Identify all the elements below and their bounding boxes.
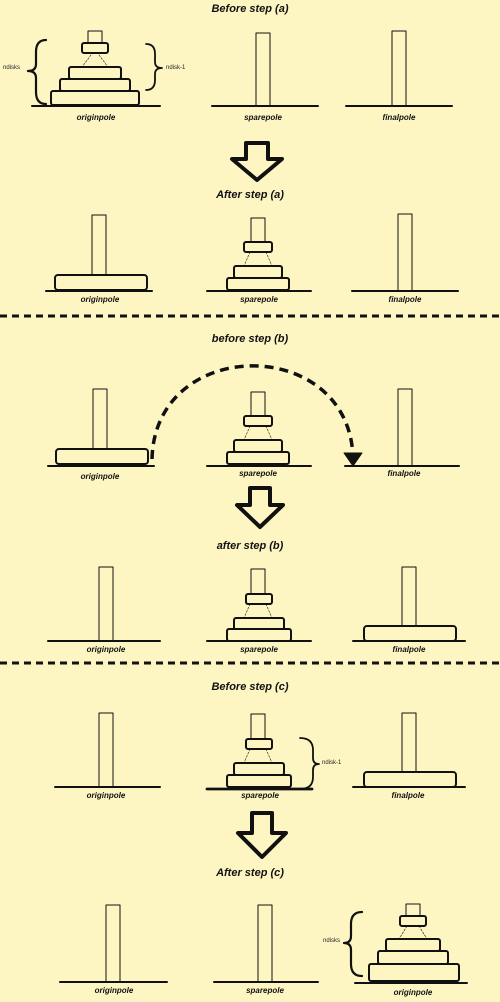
title-before-step-a: Before step (a) [211,3,289,15]
pole-label-origin: originpole [94,986,134,995]
pole-label-final: finalpole [387,469,421,478]
brace-label-ndisks: ndisks [323,938,341,944]
title-after-step-b: after step (b) [216,540,284,552]
down-arrow-icon [235,486,285,529]
scene-after-step-c [59,903,468,984]
scene-after-step-a [45,213,459,292]
down-arrow-icon [236,811,288,859]
pole-label-spare: sparepole [240,645,278,654]
pole-label-origin: originpole [76,113,116,122]
scene-after-step-b [47,566,466,642]
move-arc [150,364,355,460]
pole-label-final: finalpole [392,645,426,654]
pole-label-origin: originpole [80,472,120,481]
title-after-step-a: After step (a) [216,189,284,201]
pole-label-final: finalpole [391,791,425,800]
pole-label-spare: sparepole [240,295,278,304]
brace-label-ndisk-minus-1: ndisk-1 [322,760,342,766]
pole-label-origin: originpole [86,791,126,800]
scene-before-step-a [26,30,453,107]
pole-label-spare: sparepole [244,113,282,122]
title-before-step-b: before step (b) [211,333,289,345]
pole-label-final: finalpole [382,113,416,122]
pole-label-spare: sparepole [241,791,279,800]
down-arrow-icon [230,141,284,182]
arrowhead-icon [343,452,363,467]
pole-label-spare: sparepole [246,986,284,995]
brace-label-ndisks: ndisks [3,65,21,71]
pole-label-spare: sparepole [239,469,277,478]
scene-before-step-c [54,712,466,791]
pole-label-final: finalpole [388,295,422,304]
brace-label-ndisk-minus-1: ndisk-1 [166,65,186,71]
title-before-step-c: Before step (c) [211,681,289,693]
pole-label-origin: originpole [80,295,120,304]
title-after-step-c: After step (c) [216,867,284,879]
pole-label-origin: originpole [86,645,126,654]
scene-before-step-b [47,364,460,467]
pole-label-origin: originpole [393,988,433,997]
